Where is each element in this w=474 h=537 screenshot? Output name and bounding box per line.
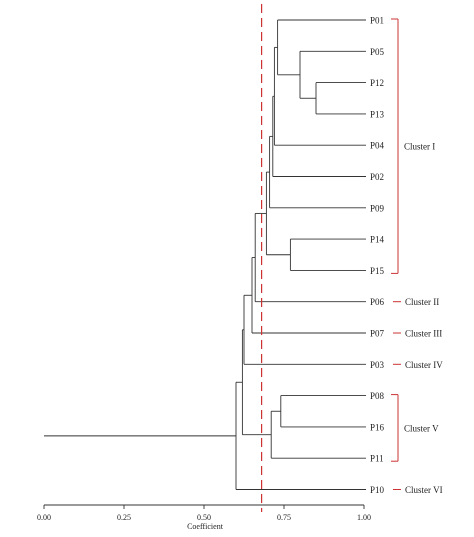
cluster-6-label: Cluster VI [405, 485, 443, 495]
axis-title: Coefficient [187, 522, 224, 531]
tick-label: 0.75 [277, 513, 291, 522]
cluster-1-label: Cluster I [404, 142, 435, 152]
leaf-label-p07: P07 [370, 329, 385, 339]
tick-label: 1.00 [357, 513, 371, 522]
leaf-label-p02: P02 [370, 172, 384, 182]
leaf-label-p11: P11 [370, 454, 384, 464]
cluster-4-label: Cluster IV [405, 360, 443, 370]
tick-label: 0.00 [37, 513, 51, 522]
leaf-label-p12: P12 [370, 78, 384, 88]
leaf-label-p08: P08 [370, 391, 385, 401]
cluster-2-label: Cluster II [405, 297, 439, 307]
leaf-label-p15: P15 [370, 266, 385, 276]
leaf-label-p13: P13 [370, 109, 385, 119]
tick-label: 0.25 [117, 513, 131, 522]
tick-label: 0.50 [197, 513, 211, 522]
leaf-label-p04: P04 [370, 141, 385, 151]
leaf-label-p05: P05 [370, 47, 385, 57]
leaf-label-p14: P14 [370, 235, 385, 245]
leaf-labels: P01P05P12P13P04P02P09P14P15P06P07P03P08P… [370, 16, 385, 496]
coefficient-axis: 0.00 0.25 0.50 0.75 1.00 [37, 504, 371, 522]
leaf-label-p10: P10 [370, 485, 385, 495]
leaf-label-p09: P09 [370, 203, 385, 213]
leaf-label-p03: P03 [370, 360, 385, 370]
cluster-annotations: Cluster I Cluster II Cluster III Cluster IV… [391, 18, 443, 495]
leaf-label-p16: P16 [370, 422, 385, 432]
cluster-5-label: Cluster V [404, 423, 439, 433]
leaf-label-p06: P06 [370, 297, 385, 307]
cluster-3-label: Cluster III [405, 329, 442, 339]
leaf-label-p01: P01 [370, 16, 384, 26]
dendrogram-tree [44, 19, 366, 490]
